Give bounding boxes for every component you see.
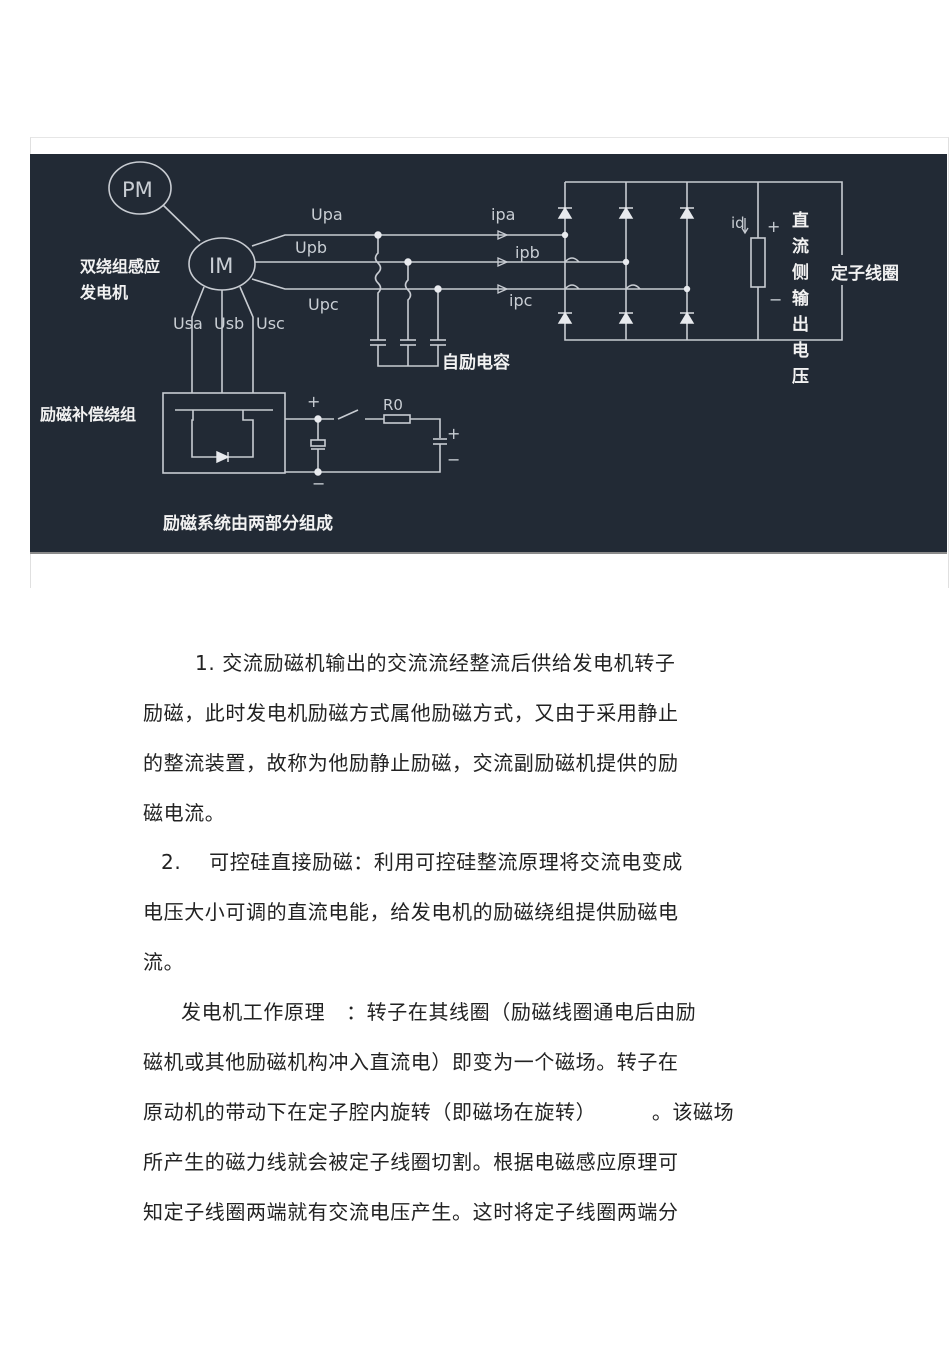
paragraph-3: 发电机工作原理 ：转子在其线圈（励磁线圈通电后由励 磁机或其他励磁机构冲入直流电… xyxy=(143,987,803,1237)
generator-label-line2: 发电机 xyxy=(79,283,128,302)
dc-output-char-4: 输 xyxy=(792,288,810,309)
minus-label-battery: − xyxy=(447,450,460,469)
circuit-diagram-background xyxy=(30,154,947,554)
self-excite-capacitor-label: 自励电容 xyxy=(442,352,510,373)
pm-motor-circle xyxy=(108,161,172,215)
excitation-circuit-diagram: PM IM 双绕组感应 发电机 Upa Upb Upc ipa ipb ipc … xyxy=(40,161,899,534)
paragraph-line: 发电机工作原理 ：转子在其线圈（励磁线圈通电后由励 xyxy=(181,1000,697,1024)
stator-coil-label: 定子线圈 xyxy=(831,263,899,284)
minus-label-dc: − xyxy=(769,290,782,309)
plus-label-dc: + xyxy=(767,217,780,236)
upc-label: Upc xyxy=(308,295,339,314)
minus-label-cap: − xyxy=(312,474,325,493)
paragraph-1: 1. 交流励磁机输出的交流流经整流后供给发电机转子 励磁，此时发电机励磁方式属他… xyxy=(143,638,803,838)
paragraph-line: 1. 交流励磁机输出的交流流经整流后供给发电机转子 xyxy=(195,651,676,675)
plus-label-battery: + xyxy=(447,424,460,443)
usb-label: Usb xyxy=(214,314,244,333)
paragraph-line: 2. 可控硅直接励磁：利用可控硅整流原理将交流电变成 xyxy=(161,850,683,874)
usc-label: Usc xyxy=(256,314,285,333)
paragraph-line: 的整流装置，故称为他励静止励磁，交流副励磁机提供的励 xyxy=(143,751,679,775)
im-label: IM xyxy=(209,254,233,278)
id-label: id xyxy=(731,214,745,232)
usa-label: Usa xyxy=(173,314,203,333)
paragraph-line: 磁电流。 xyxy=(143,801,226,825)
paragraph-line: 原动机的带动下在定子腔内旋转（即磁场在旋转） 。该磁场 xyxy=(143,1100,735,1124)
paragraph-2: 2. 可控硅直接励磁：利用可控硅整流原理将交流电变成 电压大小可调的直流电能，给… xyxy=(143,837,803,987)
paragraph-line: 流。 xyxy=(143,950,185,974)
ipc-label: ipc xyxy=(509,291,532,310)
dc-output-char-6: 电 xyxy=(792,340,809,361)
paragraph-line: 电压大小可调的直流电能，给发电机的励磁绕组提供励磁电 xyxy=(143,900,679,924)
upb-label: Upb xyxy=(295,238,327,257)
ipa-label: ipa xyxy=(491,205,515,224)
upa-label: Upa xyxy=(311,205,343,224)
paragraph-line: 所产生的磁力线就会被定子线圈切割。根据电磁感应原理可 xyxy=(143,1150,679,1174)
dc-output-char-2: 流 xyxy=(792,236,809,257)
diagram-caption: 励磁系统由两部分组成 xyxy=(163,513,333,534)
dc-output-char-3: 侧 xyxy=(792,262,809,283)
generator-label-line1: 双绕组感应 xyxy=(80,257,160,276)
compensation-winding-label: 励磁补偿绕组 xyxy=(40,405,136,424)
compensation-winding-box xyxy=(162,392,286,474)
r0-label: R0 xyxy=(383,396,403,414)
plus-label-cap: + xyxy=(307,392,320,411)
dc-output-char-1: 直 xyxy=(792,210,809,231)
paragraph-line: 知定子线圈两端就有交流电压产生。这时将定子线圈两端分 xyxy=(143,1200,679,1224)
paragraph-line: 励磁，此时发电机励磁方式属他励磁方式，又由于采用静止 xyxy=(143,701,679,725)
load-resistor xyxy=(750,237,766,288)
dc-output-char-7: 压 xyxy=(792,367,809,387)
pm-label: PM xyxy=(122,178,153,202)
paragraph-line: 磁机或其他励磁机构冲入直流电）即变为一个磁场。转子在 xyxy=(143,1050,679,1074)
dc-output-char-5: 出 xyxy=(792,314,809,335)
ipb-label: ipb xyxy=(515,243,540,262)
